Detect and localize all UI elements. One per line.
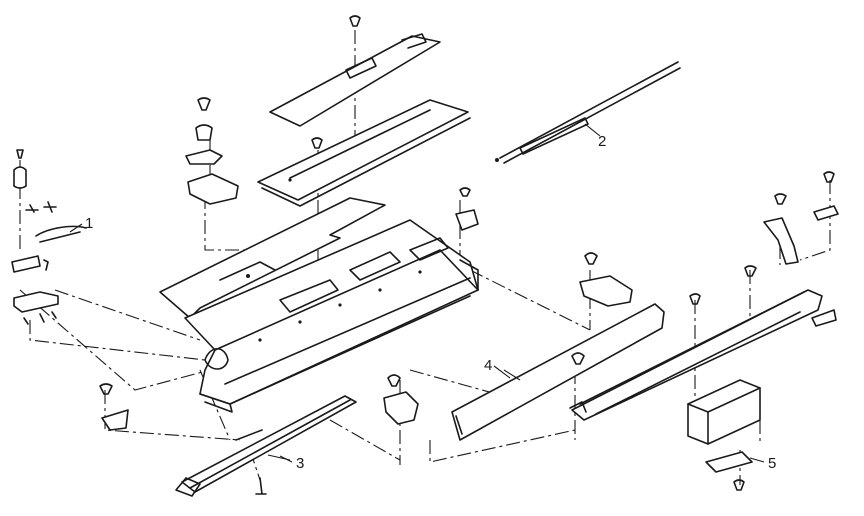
right-angle-bracket [763, 193, 799, 265]
callout-1: 1 [85, 215, 93, 232]
callout-labels: 1 2 3 4 5 [85, 133, 776, 472]
callout-4: 4 [484, 357, 492, 374]
right-side-rail [569, 265, 823, 421]
upper-plate-screw [311, 137, 323, 149]
storage-box [687, 379, 761, 445]
drive-shaft [495, 61, 681, 164]
right-clip-top [813, 171, 839, 221]
lower-guide-rail [175, 395, 357, 497]
upper-guide-plate [257, 99, 471, 207]
clip-bracket-center [383, 374, 419, 425]
long-side-plate [451, 303, 665, 441]
main-base-frame [159, 197, 479, 413]
left-bracket-assembly [11, 149, 87, 325]
callout-leaders [69, 223, 765, 463]
right-clip-end [811, 309, 837, 327]
clip-bracket-right [579, 252, 633, 307]
small-tab-bracket [455, 187, 479, 231]
callout-5: 5 [768, 455, 776, 472]
clip-bracket-upper [185, 97, 239, 205]
callout-3: 3 [296, 455, 304, 472]
callout-2: 2 [598, 133, 606, 150]
box-bracket [705, 451, 753, 491]
small-washer-left [99, 383, 129, 431]
top-screw [349, 15, 361, 27]
top-cover-plate [269, 33, 441, 127]
